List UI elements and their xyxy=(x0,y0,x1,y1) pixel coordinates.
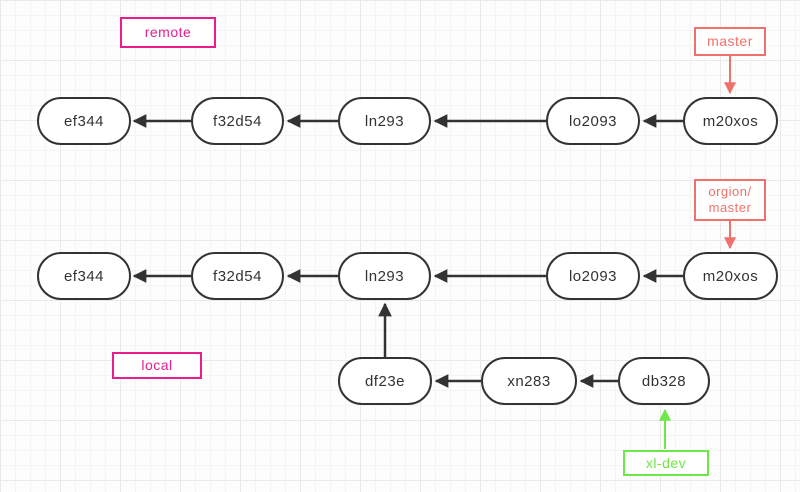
commit-node-local-m20xos[interactable]: m20xos xyxy=(683,252,778,300)
commit-node-local-lo2093[interactable]: lo2093 xyxy=(546,252,640,300)
commit-label: m20xos xyxy=(702,267,759,285)
commit-node-df23e[interactable]: df23e xyxy=(338,357,432,405)
commit-node-remote-ln293[interactable]: ln293 xyxy=(338,97,431,145)
commit-node-remote-lo2093[interactable]: lo2093 xyxy=(546,97,640,145)
commit-label: df23e xyxy=(364,372,406,390)
remote-section-label[interactable]: remote xyxy=(120,17,216,48)
remote-section-label-text: remote xyxy=(144,24,192,40)
orgion-master-branch-tag[interactable]: orgion/ master xyxy=(694,179,766,221)
commit-label: lo2093 xyxy=(568,112,618,130)
orgion-master-branch-tag-line1: orgion/ xyxy=(708,184,752,199)
commit-node-remote-f32d54[interactable]: f32d54 xyxy=(191,97,284,145)
master-branch-tag[interactable]: master xyxy=(694,27,766,56)
commit-node-remote-ef344[interactable]: ef344 xyxy=(37,97,131,145)
commit-label: ln293 xyxy=(364,112,405,130)
local-section-label[interactable]: local xyxy=(112,352,202,379)
commit-label: xn283 xyxy=(507,372,551,390)
commit-node-remote-m20xos[interactable]: m20xos xyxy=(683,97,778,145)
commit-node-local-ln293[interactable]: ln293 xyxy=(338,252,431,300)
commit-label: m20xos xyxy=(702,112,759,130)
commit-label: f32d54 xyxy=(213,112,262,130)
orgion-master-branch-tag-line2: master xyxy=(708,200,752,215)
commit-label: ln293 xyxy=(364,267,405,285)
commit-label: ef344 xyxy=(63,112,105,130)
commit-node-local-ef344[interactable]: ef344 xyxy=(37,252,131,300)
master-branch-tag-text: master xyxy=(707,33,753,49)
commit-label: f32d54 xyxy=(213,267,262,285)
commit-node-db328[interactable]: db328 xyxy=(618,357,710,405)
commit-node-xn283[interactable]: xn283 xyxy=(481,357,577,405)
xl-dev-branch-tag-text: xl-dev xyxy=(645,454,687,471)
local-section-label-text: local xyxy=(141,357,173,373)
commit-label: ef344 xyxy=(63,267,105,285)
xl-dev-branch-tag[interactable]: xl-dev xyxy=(623,450,709,476)
commit-label: db328 xyxy=(641,372,687,390)
commit-node-local-f32d54[interactable]: f32d54 xyxy=(191,252,284,300)
commit-label: lo2093 xyxy=(568,267,618,285)
